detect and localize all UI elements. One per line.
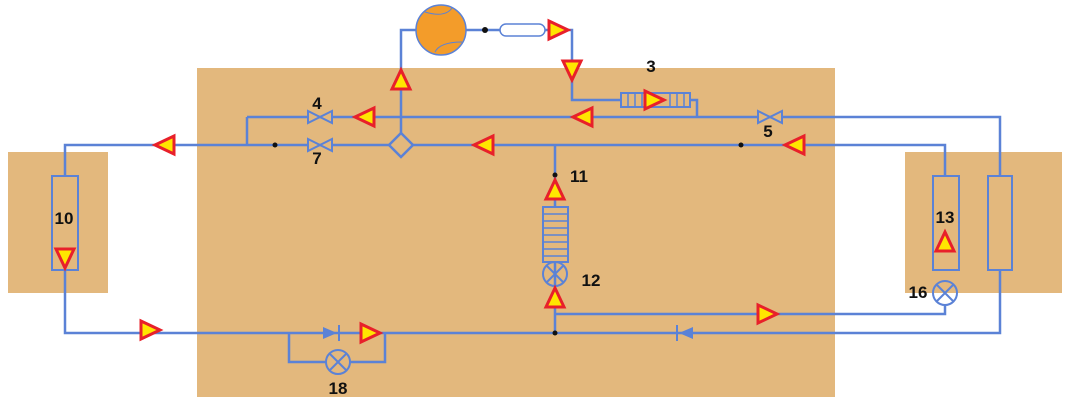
flow-arrow-up	[543, 284, 567, 309]
central-zone	[197, 68, 835, 397]
label-13: 13	[936, 208, 955, 227]
flow-arrow-left	[151, 133, 176, 157]
right-zone	[905, 152, 1062, 293]
flow-arrow-left	[351, 105, 376, 129]
junction-dot	[738, 142, 744, 148]
junction-dot	[272, 142, 278, 148]
junction-dot	[552, 330, 558, 336]
flow-arrow-up	[543, 176, 567, 201]
flow-arrow-left	[470, 133, 495, 157]
check-valve	[323, 325, 340, 341]
label-12: 12	[582, 271, 601, 290]
valve-4	[307, 109, 333, 125]
flow-arrow-right	[547, 18, 572, 42]
check-valve	[676, 325, 693, 341]
label-18: 18	[329, 379, 348, 398]
junction-dot	[552, 172, 558, 178]
flow-arrow-right	[756, 302, 781, 326]
flow-arrows	[53, 18, 957, 345]
flow-arrow-up	[933, 228, 957, 253]
label-16: 16	[909, 283, 928, 302]
flow-arrow-right	[643, 88, 668, 112]
label-3: 3	[646, 57, 655, 76]
expansion-valve-16	[932, 280, 958, 306]
label-5: 5	[763, 122, 772, 141]
expansion-valve-18	[325, 349, 351, 375]
flow-arrow-down	[53, 247, 77, 272]
flow-arrow-right	[359, 321, 384, 345]
flow-arrow-up	[389, 66, 413, 91]
oil-separator	[499, 23, 546, 37]
valve-7	[307, 137, 333, 153]
heat-exchanger-13	[932, 175, 960, 271]
junction-dot	[482, 27, 488, 33]
compressor	[415, 4, 467, 56]
flow-arrow-down	[560, 59, 584, 84]
label-11: 11	[570, 167, 588, 186]
label-7: 7	[312, 149, 321, 168]
component-3-heat-exchanger	[620, 92, 691, 108]
valve-5	[757, 109, 783, 125]
label-4: 4	[312, 94, 322, 113]
four-way-valve	[387, 131, 415, 159]
flow-arrow-left	[569, 105, 594, 129]
label-10: 10	[55, 209, 74, 228]
heat-exchanger-right	[987, 175, 1013, 271]
flow-arrow-left	[781, 133, 806, 157]
flow-arrow-right	[139, 318, 164, 342]
